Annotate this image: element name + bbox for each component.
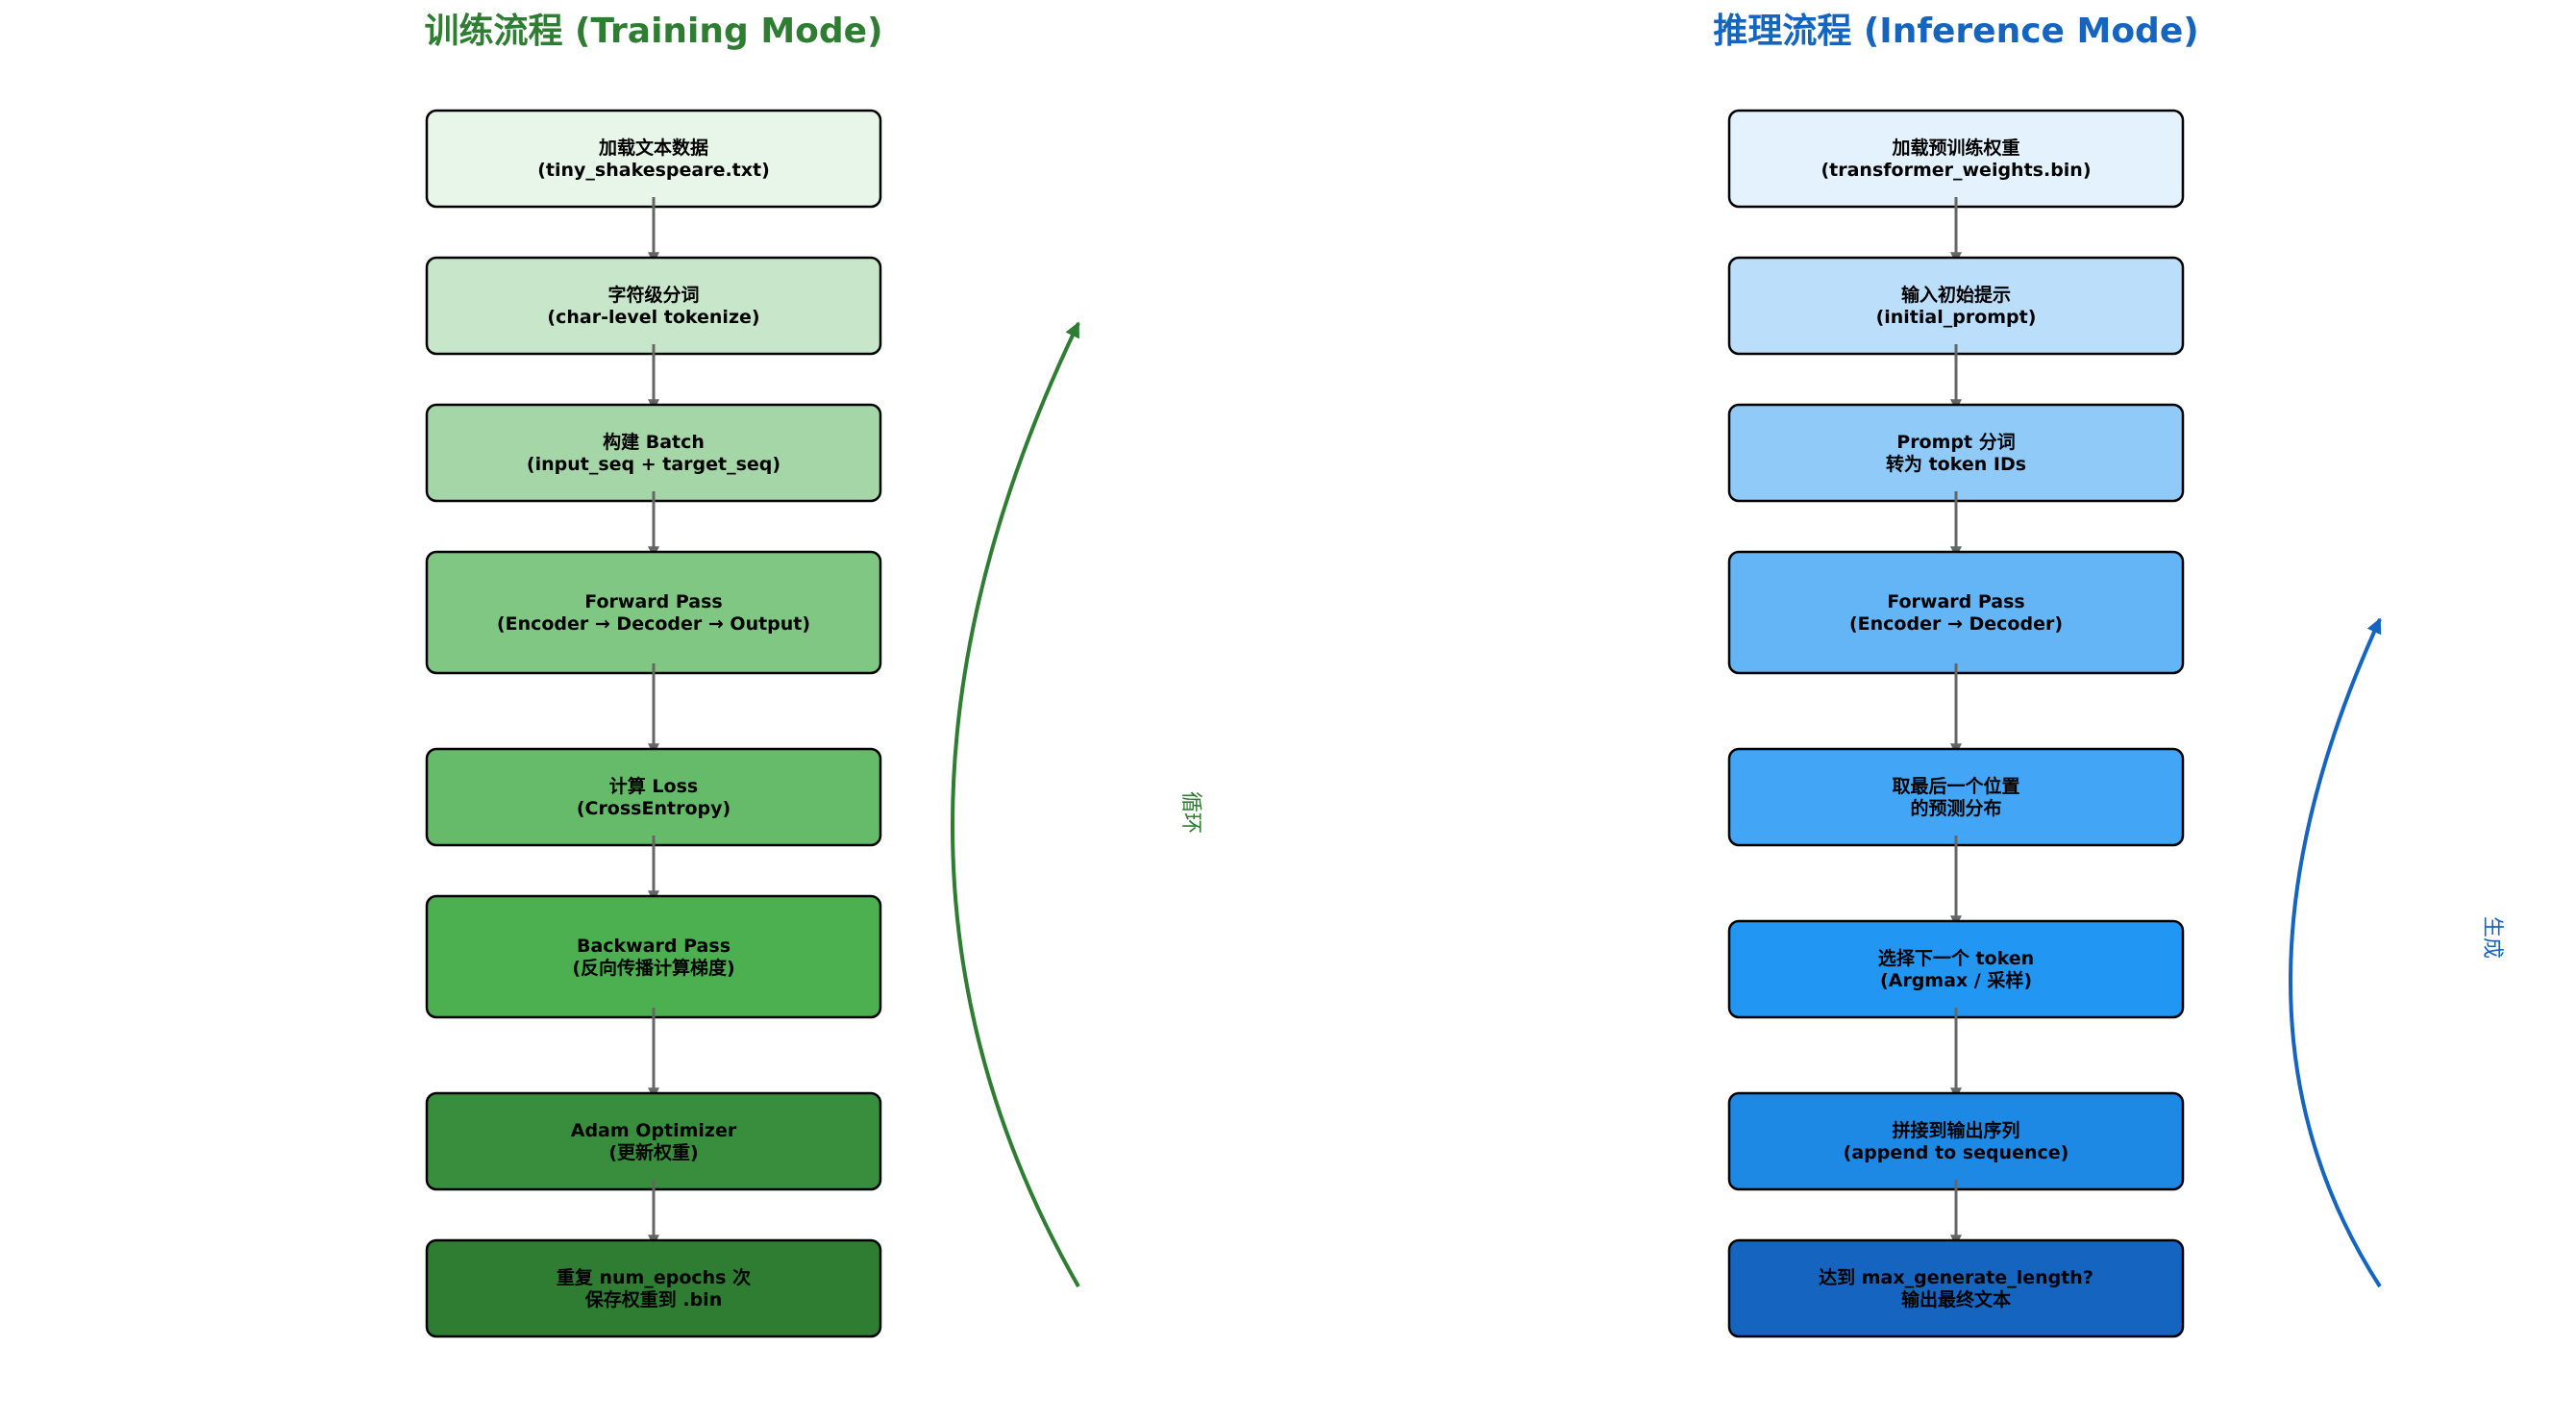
training-step-7-line1: Adam Optimizer — [571, 1120, 737, 1141]
inference-step-2-line2: (initial_prompt) — [1876, 307, 2037, 328]
inference-column: 推理流程 (Inference Mode) 加载预训练权重(transforme… — [1713, 12, 2504, 1338]
training-step-3-line2: (input_seq + target_seq) — [527, 454, 780, 475]
inference-step-3-line1: Prompt 分词 — [1896, 432, 2015, 453]
training-step-6-line2: (反向传播计算梯度) — [572, 957, 734, 979]
inference-step-8-line1: 达到 max_generate_length? — [1819, 1266, 2093, 1288]
inference-step-2-box — [1727, 256, 2185, 356]
training-title: 训练流程 (Training Mode) — [424, 12, 882, 51]
inference-step-5-box — [1727, 747, 2185, 847]
inference-step-6-line2: (Argmax / 采样) — [1880, 969, 2032, 991]
inference-step-7-box — [1727, 1091, 2185, 1191]
training-step-5-line2: (CrossEntropy) — [577, 798, 731, 819]
inference-title: 推理流程 (Inference Mode) — [1713, 12, 2198, 51]
inference-step-6-box — [1727, 919, 2185, 1019]
training-step-7-box — [425, 1091, 882, 1191]
inference-step-1-line1: 加载预训练权重 — [1891, 137, 2019, 159]
inference-step-5-line2: 的预测分布 — [1910, 797, 2001, 819]
training-step-8-line1: 重复 num_epochs 次 — [557, 1266, 751, 1288]
training-step-4-box — [425, 550, 882, 675]
inference-step-2-line1: 输入初始提示 — [1901, 284, 2011, 306]
training-loop-arrow — [951, 321, 1080, 1287]
inference-step-4-line1: Forward Pass — [1887, 591, 2024, 612]
inference-step-1-line2: (transformer_weights.bin) — [1821, 160, 2091, 181]
training-loop-label: 循环 — [1178, 791, 1202, 834]
training-step-4-line1: Forward Pass — [584, 591, 722, 612]
training-step-4-line2: (Encoder → Decoder → Output) — [497, 613, 810, 635]
training-step-1-line2: (tiny_shakespeare.txt) — [537, 160, 770, 181]
training-step-2-line2: (char-level tokenize) — [547, 307, 759, 328]
training-step-8-line2: 保存权重到 .bin — [584, 1288, 722, 1311]
training-step-5-line1: 计算 Loss — [609, 775, 698, 797]
training-steps: 加载文本数据(tiny_shakespeare.txt) 字符级分词(char-l… — [425, 109, 882, 1338]
inference-step-4-line2: (Encoder → Decoder) — [1849, 613, 2063, 635]
inference-step-7-line1: 拼接到输出序列 — [1892, 1119, 2019, 1141]
training-step-8-box — [425, 1238, 882, 1338]
inference-steps: 加载预训练权重(transformer_weights.bin) 输入初始提示(i… — [1727, 109, 2185, 1338]
training-step-7-line2: (更新权重) — [608, 1141, 698, 1163]
inference-step-1-box — [1727, 109, 2185, 209]
inference-step-8-box — [1727, 1238, 2185, 1338]
training-step-3-line1: 构建 Batch — [603, 431, 705, 453]
inference-step-4-box — [1727, 550, 2185, 675]
inference-step-8-line2: 输出最终文本 — [1901, 1288, 2011, 1311]
training-step-5-box — [425, 747, 882, 847]
inference-step-5-line1: 取最后一个位置 — [1892, 775, 2019, 797]
inference-step-7-line2: (append to sequence) — [1844, 1142, 2069, 1163]
training-step-2-line1: 字符级分词 — [607, 284, 699, 306]
training-step-2-box — [425, 256, 882, 356]
training-step-1-box — [425, 109, 882, 209]
inference-loop-label: 生成 — [2480, 916, 2504, 959]
inference-step-3-box — [1727, 403, 2185, 503]
training-step-6-line1: Backward Pass — [577, 936, 731, 957]
inference-step-6-line1: 选择下一个 token — [1878, 948, 2034, 969]
inference-loop-arrow — [2289, 617, 2382, 1288]
training-column: 训练流程 (Training Mode) 加载文本数据(tiny_shakesp… — [424, 12, 1202, 1338]
training-step-6-box — [425, 894, 882, 1019]
training-step-1-line1: 加载文本数据 — [598, 137, 708, 159]
inference-step-3-line2: 转为 token IDs — [1886, 453, 2026, 475]
training-step-3-box — [425, 403, 882, 503]
